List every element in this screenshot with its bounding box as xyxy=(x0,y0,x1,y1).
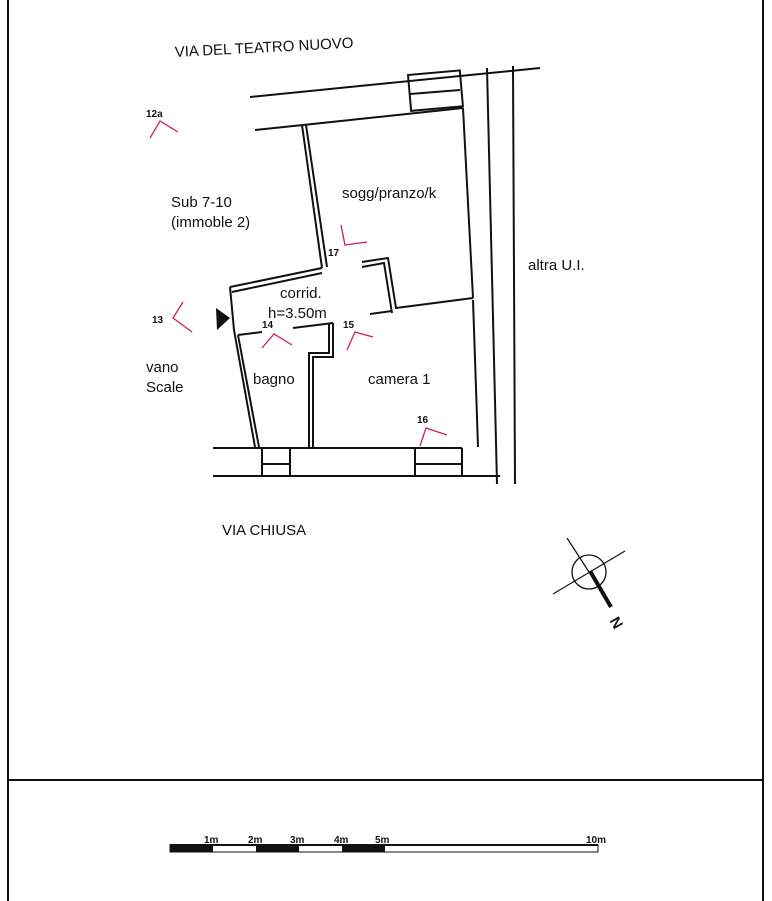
photo-marker-14: 14 xyxy=(261,320,293,349)
sheet-frame xyxy=(7,0,764,901)
photo-marker-12a: 12a xyxy=(146,109,179,139)
walls xyxy=(213,65,541,485)
room-bedroom-label: camera 1 xyxy=(368,371,431,388)
scale-label-2m: 2m xyxy=(248,835,263,846)
scale-label-3m: 3m xyxy=(290,835,305,846)
north-label: N xyxy=(606,614,626,632)
svg-text:13: 13 xyxy=(152,315,164,326)
scale-label-1m: 1m xyxy=(204,835,219,846)
photo-marker-17: 17 xyxy=(328,224,368,259)
other-unit-label: altra U.I. xyxy=(528,257,585,274)
room-corridor-label: corrid. xyxy=(280,285,322,302)
scale-label-5m: 5m xyxy=(375,835,390,846)
photo-marker-15: 15 xyxy=(343,320,374,351)
svg-text:16: 16 xyxy=(417,415,429,426)
neighbour-sub-label-2: (immoble 2) xyxy=(171,214,250,231)
street-bottom-label: VIA CHIUSA xyxy=(222,522,306,539)
street-top-label: VIA DEL TEATRO NUOVO xyxy=(174,35,354,61)
stairs-label-2: Scale xyxy=(146,379,184,396)
svg-text:12a: 12a xyxy=(146,109,163,120)
room-living-label: sogg/pranzo/k xyxy=(342,185,437,202)
scale-label-10m: 10m xyxy=(586,835,606,846)
entrance-arrow-icon xyxy=(216,308,230,330)
photo-marker-16: 16 xyxy=(417,415,448,447)
north-arrow-icon: N xyxy=(552,537,626,632)
svg-text:14: 14 xyxy=(262,320,274,331)
neighbour-sub-label: Sub 7-10 xyxy=(171,194,232,211)
photo-marker-13: 13 xyxy=(152,301,193,333)
scale-bar: 1m 2m 3m 4m 5m 10m xyxy=(169,835,606,853)
room-bathroom-label: bagno xyxy=(253,371,295,388)
stairs-label: vano xyxy=(146,359,179,376)
svg-text:17: 17 xyxy=(328,248,340,259)
room-corridor-height: h=3.50m xyxy=(268,305,327,322)
scale-label-4m: 4m xyxy=(334,835,349,846)
svg-text:15: 15 xyxy=(343,320,355,331)
